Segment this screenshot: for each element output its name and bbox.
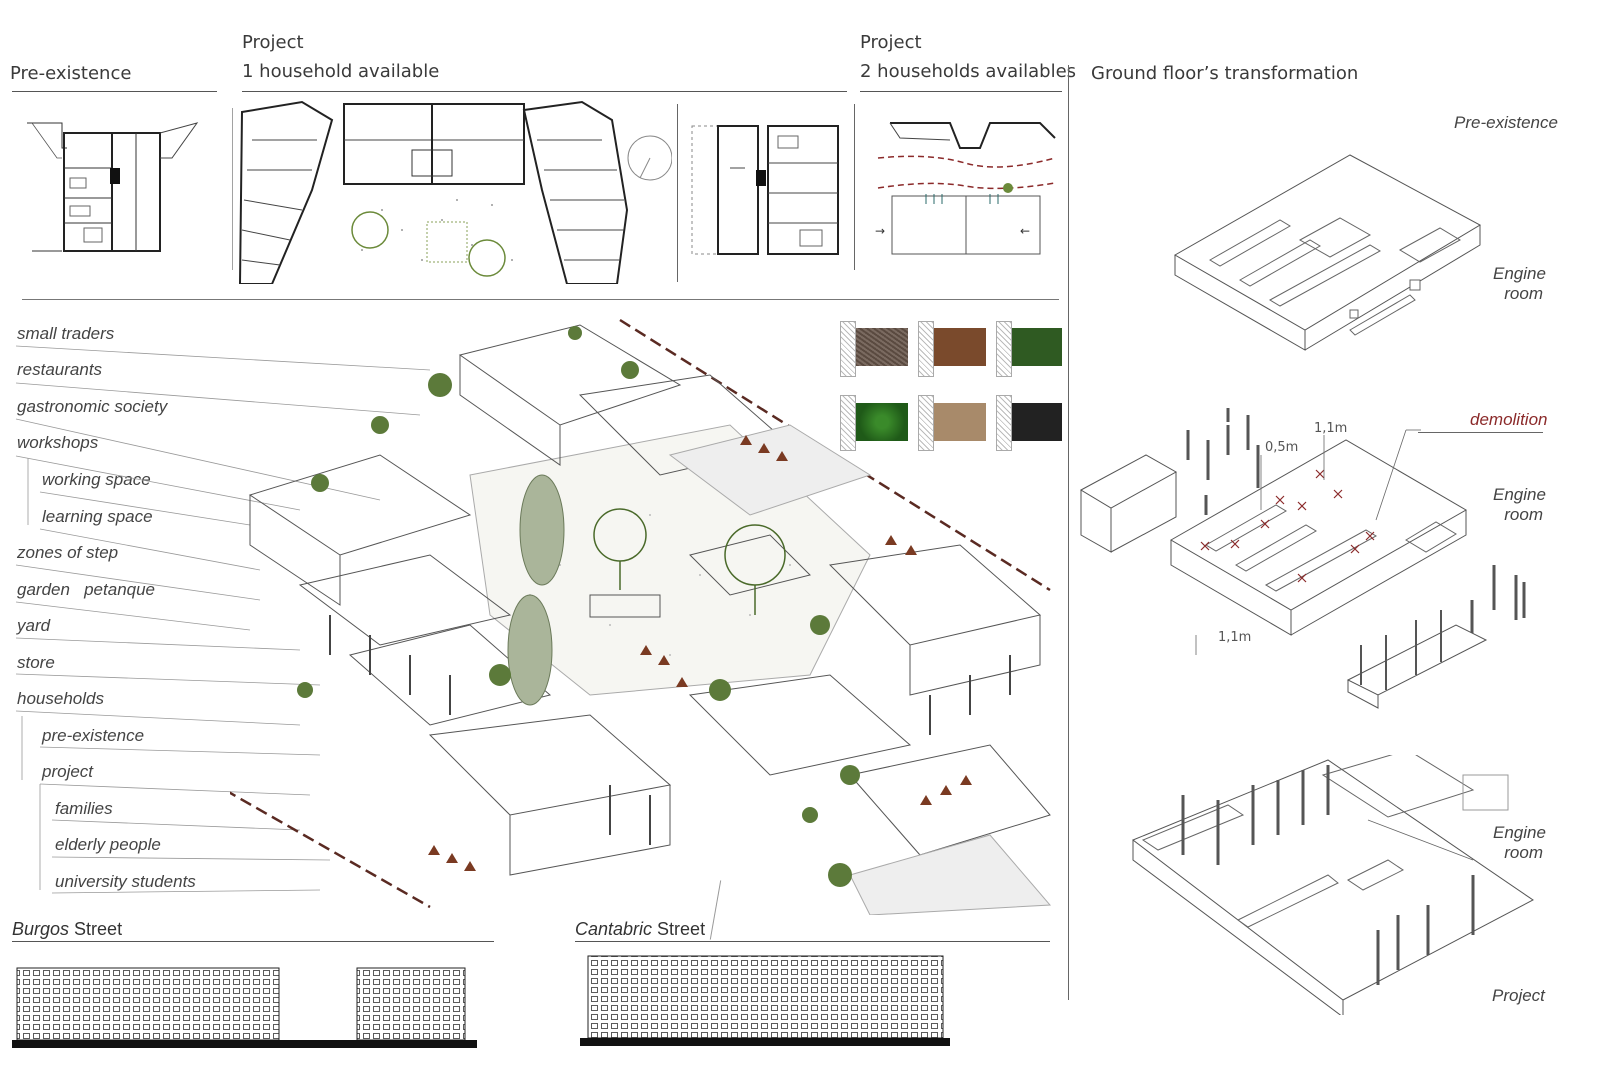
pre-existence-label: Pre-existence [1454, 113, 1558, 132]
demolition-label: demolition [1470, 410, 1548, 429]
swatch-sand [934, 403, 986, 441]
project-1-unit-plan [690, 118, 845, 258]
swatch-hatch [996, 321, 1012, 377]
engine-room-label-line2: room [1504, 284, 1543, 303]
swatch-hatch [918, 321, 934, 377]
swatch-soil [934, 328, 986, 366]
dimension-1-1m-bottom: 1,1m [1218, 630, 1252, 645]
swatch-hatch [996, 395, 1012, 451]
legend-store: store [17, 653, 55, 672]
legend-small-traders: small traders [17, 324, 115, 343]
dimension-1-1m-top: 1,1m [1314, 421, 1348, 436]
legend-leader-lines [15, 345, 431, 894]
ground-floor-pre-existence-axo [1170, 150, 1490, 380]
engine-room-label-line2: room [1504, 843, 1543, 862]
axonometric-site-view [230, 315, 1060, 915]
engine-room-label-3: Engine room [1493, 823, 1546, 863]
legend-project: project [42, 762, 94, 781]
legend-families: families [55, 799, 113, 818]
legend-learning-space: learning space [42, 507, 153, 526]
legend-yard: yard [17, 616, 51, 635]
pre-existence-floor-plan [22, 118, 202, 258]
swatch-hatch [918, 395, 934, 451]
ground-floor-heading: Ground floor’s transformation [1091, 63, 1359, 84]
pre-existence-heading: Pre-existence [10, 63, 132, 84]
project-1-subheading: 1 household available [242, 61, 440, 82]
swatch-shrub [856, 403, 908, 441]
legend-restaurants: restaurants [17, 360, 103, 379]
project-label: Project [1492, 986, 1545, 1005]
cantabric-street-name: Cantabric [575, 919, 653, 939]
legend-university-students: university students [55, 872, 196, 891]
project-2-subheading: 2 households availables [860, 61, 1077, 82]
legend-elderly-people: elderly people [55, 835, 161, 854]
legend-households: households [17, 689, 104, 708]
svg-text:←: ← [1020, 224, 1030, 238]
engine-room-label-line1: Engine [1493, 485, 1546, 504]
demolition-leader [1418, 432, 1543, 433]
ground-floor-demolition-axo [1076, 400, 1546, 720]
engine-room-label-1: Engine room [1493, 264, 1546, 304]
project-1-floor-plan [232, 100, 672, 284]
engine-room-label-2: Engine room [1493, 485, 1546, 525]
burgos-street-suffix: Street [69, 919, 123, 939]
svg-text:→: → [875, 224, 885, 238]
engine-room-label-line1: Engine [1493, 264, 1546, 283]
burgos-street-label: Burgos Street [12, 919, 122, 940]
project-1-heading: Project [242, 32, 304, 53]
dimension-0-5m: 0,5m [1265, 440, 1299, 455]
heading-rule [860, 91, 1062, 92]
project-2-floor-plan: → ← [870, 118, 1060, 263]
street-rule [12, 941, 494, 942]
heading-rule [12, 91, 217, 92]
heading-rule [242, 91, 847, 92]
swatch-hatch [840, 395, 856, 451]
legend-zones-of-step: zones of step [17, 543, 119, 562]
legend-working-space: working space [42, 470, 151, 489]
project-2-heading: Project [860, 32, 922, 53]
engine-room-label-line2: room [1504, 505, 1543, 524]
legend-pre-existence: pre-existence [42, 726, 145, 745]
cantabric-street-label: Cantabric Street [575, 919, 705, 940]
plan-divider [854, 104, 855, 270]
swatch-hatch [840, 321, 856, 377]
burgos-street-elevation [12, 960, 477, 1050]
section-rule [22, 299, 1059, 300]
burgos-street-name: Burgos [12, 919, 70, 939]
cantabric-street-elevation [580, 950, 950, 1050]
legend-workshops: workshops [17, 433, 99, 452]
plan-divider [677, 104, 678, 282]
street-rule [575, 941, 1050, 942]
column-divider [1068, 65, 1069, 1000]
swatch-paving [856, 328, 908, 366]
legend-gastronomic-society: gastronomic society [17, 397, 168, 416]
engine-room-label-line1: Engine [1493, 823, 1546, 842]
cantabric-street-suffix: Street [652, 919, 706, 939]
legend-garden-petanque: garden petanque [17, 580, 156, 599]
swatch-grass [1012, 328, 1062, 366]
ground-floor-project-axo [1128, 755, 1538, 1015]
swatch-asphalt [1012, 403, 1062, 441]
